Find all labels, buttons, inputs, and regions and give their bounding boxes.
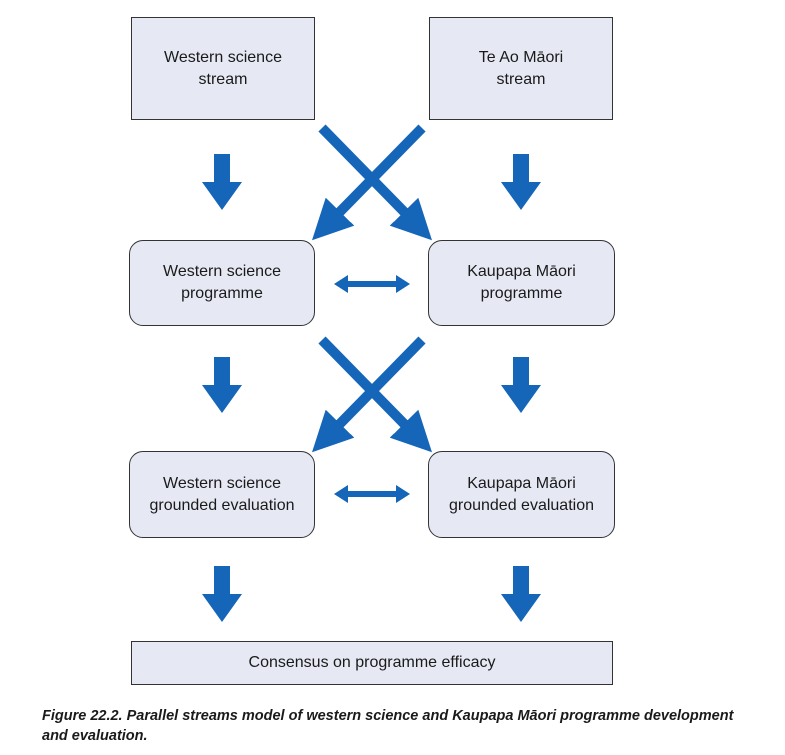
box-label-line-2: stream: [198, 70, 248, 88]
western-science-evaluation-box: Western science grounded evaluation: [129, 451, 315, 538]
cross-arrow-right-to-left: [312, 336, 426, 453]
down-arrow-right-2: [501, 357, 541, 413]
down-arrow-right-3: [501, 566, 541, 622]
figure-caption: Figure 22.2. Parallel streams model of w…: [42, 708, 734, 744]
box-label-line-1: Kaupapa Māori: [467, 474, 576, 492]
box-label-line-2: programme: [480, 285, 563, 302]
box-label-line-1: Western science: [164, 48, 282, 66]
western-science-programme-box: Western science programme: [129, 240, 315, 326]
western-science-stream-box: Western science stream: [131, 17, 315, 120]
box-label-line-1: Western science: [163, 474, 281, 492]
kaupapa-maori-evaluation-box: Kaupapa Māori grounded evaluation: [428, 451, 615, 538]
box-label-line-2: stream: [496, 70, 546, 88]
te-ao-maori-stream-box: Te Ao Māori stream: [429, 17, 613, 120]
box-label-line-2: grounded evaluation: [149, 496, 295, 514]
kaupapa-maori-programme-box: Kaupapa Māori programme: [428, 240, 615, 326]
down-arrow-left-1: [202, 154, 242, 210]
box-label-line-2: grounded evaluation: [448, 496, 594, 514]
box-label-line-1: Kaupapa Māori: [467, 263, 576, 280]
arrows-layer: [202, 124, 541, 622]
down-arrow-left-2: [202, 357, 242, 413]
double-arrow-evaluations: [334, 485, 410, 503]
down-arrow-left-3: [202, 566, 242, 622]
cross-arrow-right-to-left: [312, 124, 426, 241]
cross-arrows-top: [312, 124, 432, 241]
box-label-line-1: Te Ao Māori: [478, 48, 564, 66]
consensus-box: Consensus on programme efficacy: [131, 641, 613, 685]
down-arrow-right-1: [501, 154, 541, 210]
box-label-line-1: Western science: [163, 263, 281, 280]
box-label-line-2: programme: [181, 285, 263, 302]
cross-arrows-middle: [312, 336, 432, 453]
consensus-label: Consensus on programme efficacy: [248, 654, 496, 671]
double-arrow-programmes: [334, 275, 410, 293]
